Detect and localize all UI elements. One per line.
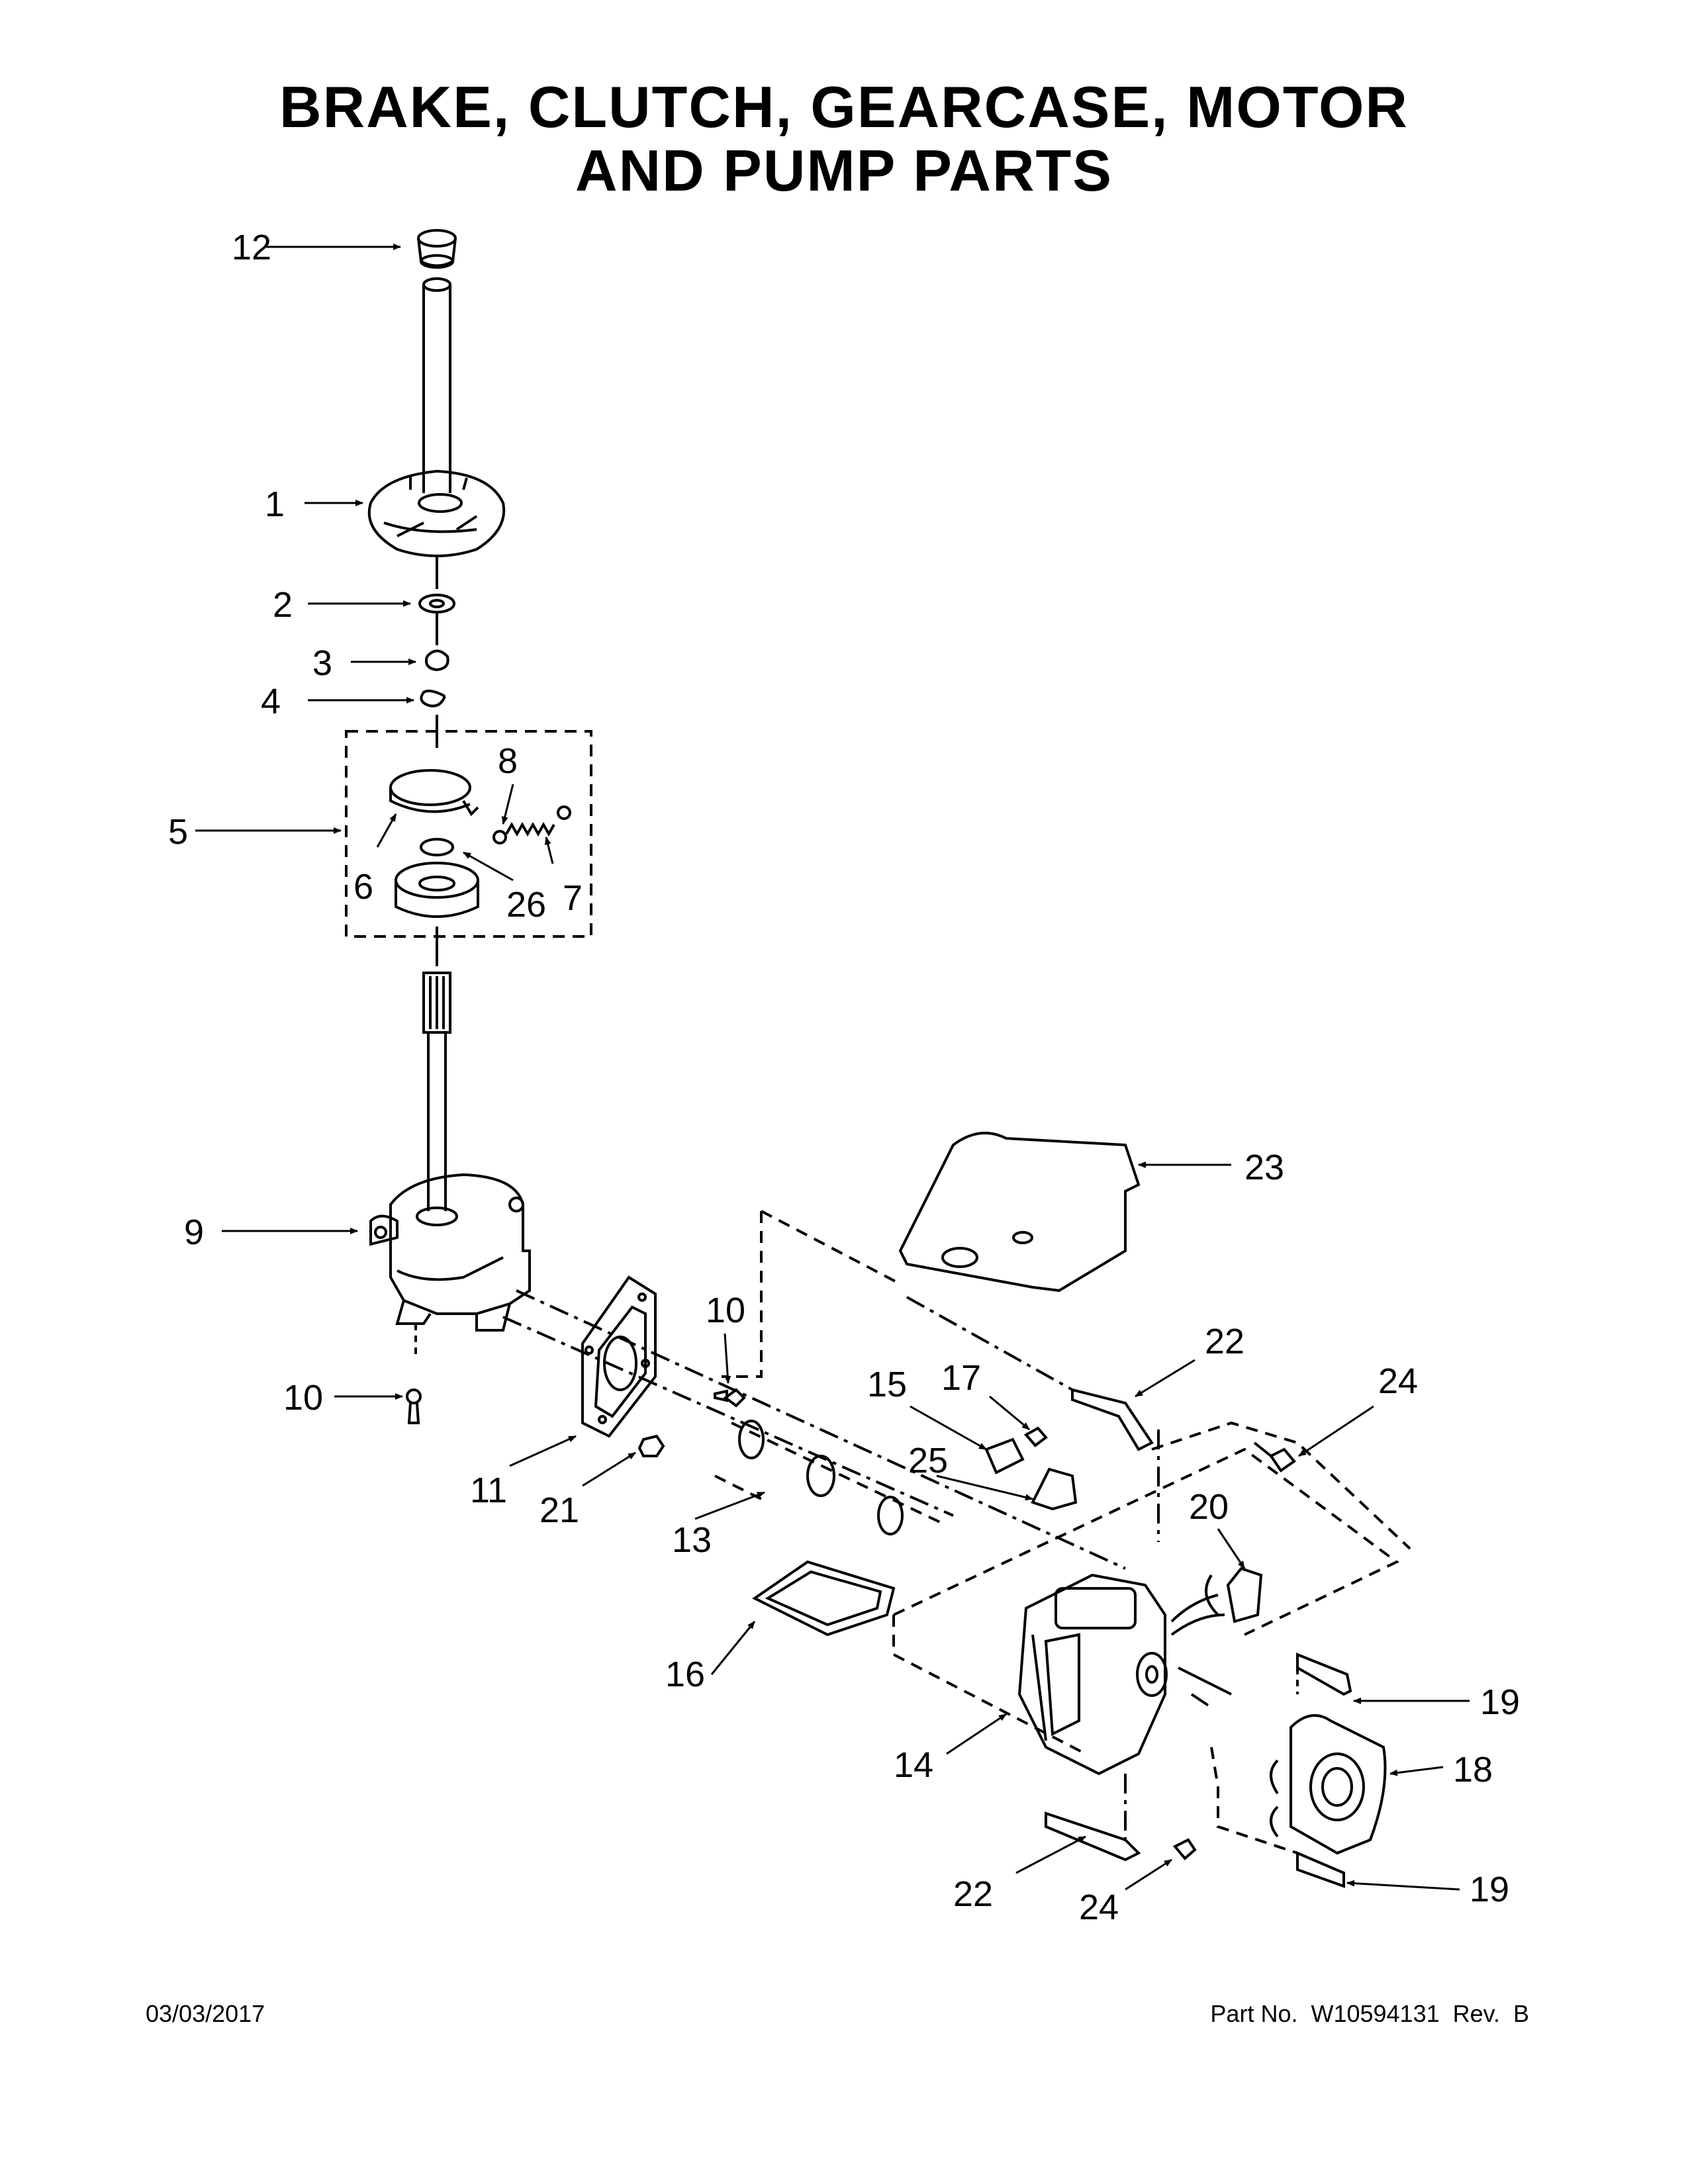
callout-18: 18: [1453, 1750, 1493, 1790]
retainer-26: [420, 838, 454, 856]
clip-19-lower: [1296, 1850, 1345, 1888]
callout-11: 11: [470, 1471, 507, 1510]
callout-1: 1: [265, 484, 285, 524]
nut-21: [637, 1434, 665, 1457]
callout-19-upper: 19: [1480, 1682, 1520, 1722]
callout-22-upper: 22: [1205, 1322, 1244, 1361]
callout-15: 15: [867, 1365, 907, 1404]
seal-12: [417, 229, 457, 269]
callout-19-lower: 19: [1470, 1870, 1509, 1909]
callout-21: 21: [539, 1490, 579, 1530]
page-title-line-2: AND PUMP PARTS: [575, 138, 1113, 203]
brake-1: [367, 469, 506, 589]
pump-18: [1270, 1714, 1387, 1855]
callout-17: 17: [941, 1358, 981, 1398]
callout-25: 25: [908, 1441, 948, 1480]
callout-22-lower: 22: [953, 1874, 993, 1914]
screw-24-upper: [1269, 1447, 1296, 1473]
clutch-kit-box-5: [345, 730, 592, 938]
cover-23: [898, 1132, 1141, 1293]
callout-9: 9: [184, 1212, 204, 1252]
callout-10-left: 10: [283, 1378, 323, 1418]
strap-22-lower: [1045, 1811, 1141, 1862]
bearing-2: [418, 594, 455, 645]
page-title-line-1: BRAKE, CLUTCH, GEARCASE, MOTOR: [279, 74, 1409, 140]
callout-5: 5: [168, 812, 188, 852]
callout-7: 7: [563, 878, 583, 918]
callout-20: 20: [1189, 1487, 1229, 1527]
clip-19-upper: [1296, 1653, 1352, 1696]
strap-22-upper: [1071, 1388, 1154, 1451]
bolt-10-center: [714, 1388, 746, 1408]
bolt-10-left: [406, 1388, 422, 1424]
screw-24-lower: [1172, 1838, 1197, 1860]
motor-14: [1017, 1573, 1232, 1776]
callout-24-upper: 24: [1378, 1361, 1418, 1401]
lower-shaft: [422, 972, 451, 1211]
callout-6: 6: [353, 867, 373, 907]
footer-part-number: Part No. W10594131 Rev. B: [1210, 2000, 1529, 2027]
callout-10-center: 10: [706, 1291, 745, 1330]
callout-3: 3: [312, 643, 332, 683]
callout-14: 14: [894, 1745, 933, 1785]
clutch-hub: [395, 862, 479, 918]
callout-2: 2: [273, 585, 293, 625]
callout-labels: 12 1 2 3 4 8 5 6 26 7 9 10 10 11 21 13 2…: [168, 228, 1520, 1927]
callout-23: 23: [1244, 1148, 1284, 1187]
screw-17: [1023, 1426, 1048, 1447]
callout-13: 13: [672, 1520, 712, 1560]
clutch-band-6: [389, 769, 479, 817]
gearcase-9: [369, 1173, 531, 1357]
clamp-25: [1031, 1467, 1078, 1511]
callout-8: 8: [498, 741, 518, 781]
callout-26: 26: [506, 885, 546, 925]
callout-24-lower: 24: [1079, 1888, 1119, 1927]
coupling-13: [714, 1420, 941, 1535]
callout-12: 12: [232, 228, 271, 267]
part-15: [984, 1437, 1025, 1475]
mounting-plate-11: [581, 1275, 657, 1438]
gasket-16: [752, 1560, 896, 1637]
callout-4: 4: [261, 682, 281, 721]
ring-3: [425, 649, 449, 672]
footer-date: 03/03/2017: [146, 2000, 265, 2027]
upper-shaft: [422, 277, 451, 493]
spring-8-7: [492, 805, 571, 844]
clip-4: [420, 690, 446, 707]
callout-16: 16: [665, 1655, 705, 1694]
switch-20: [1205, 1567, 1263, 1623]
